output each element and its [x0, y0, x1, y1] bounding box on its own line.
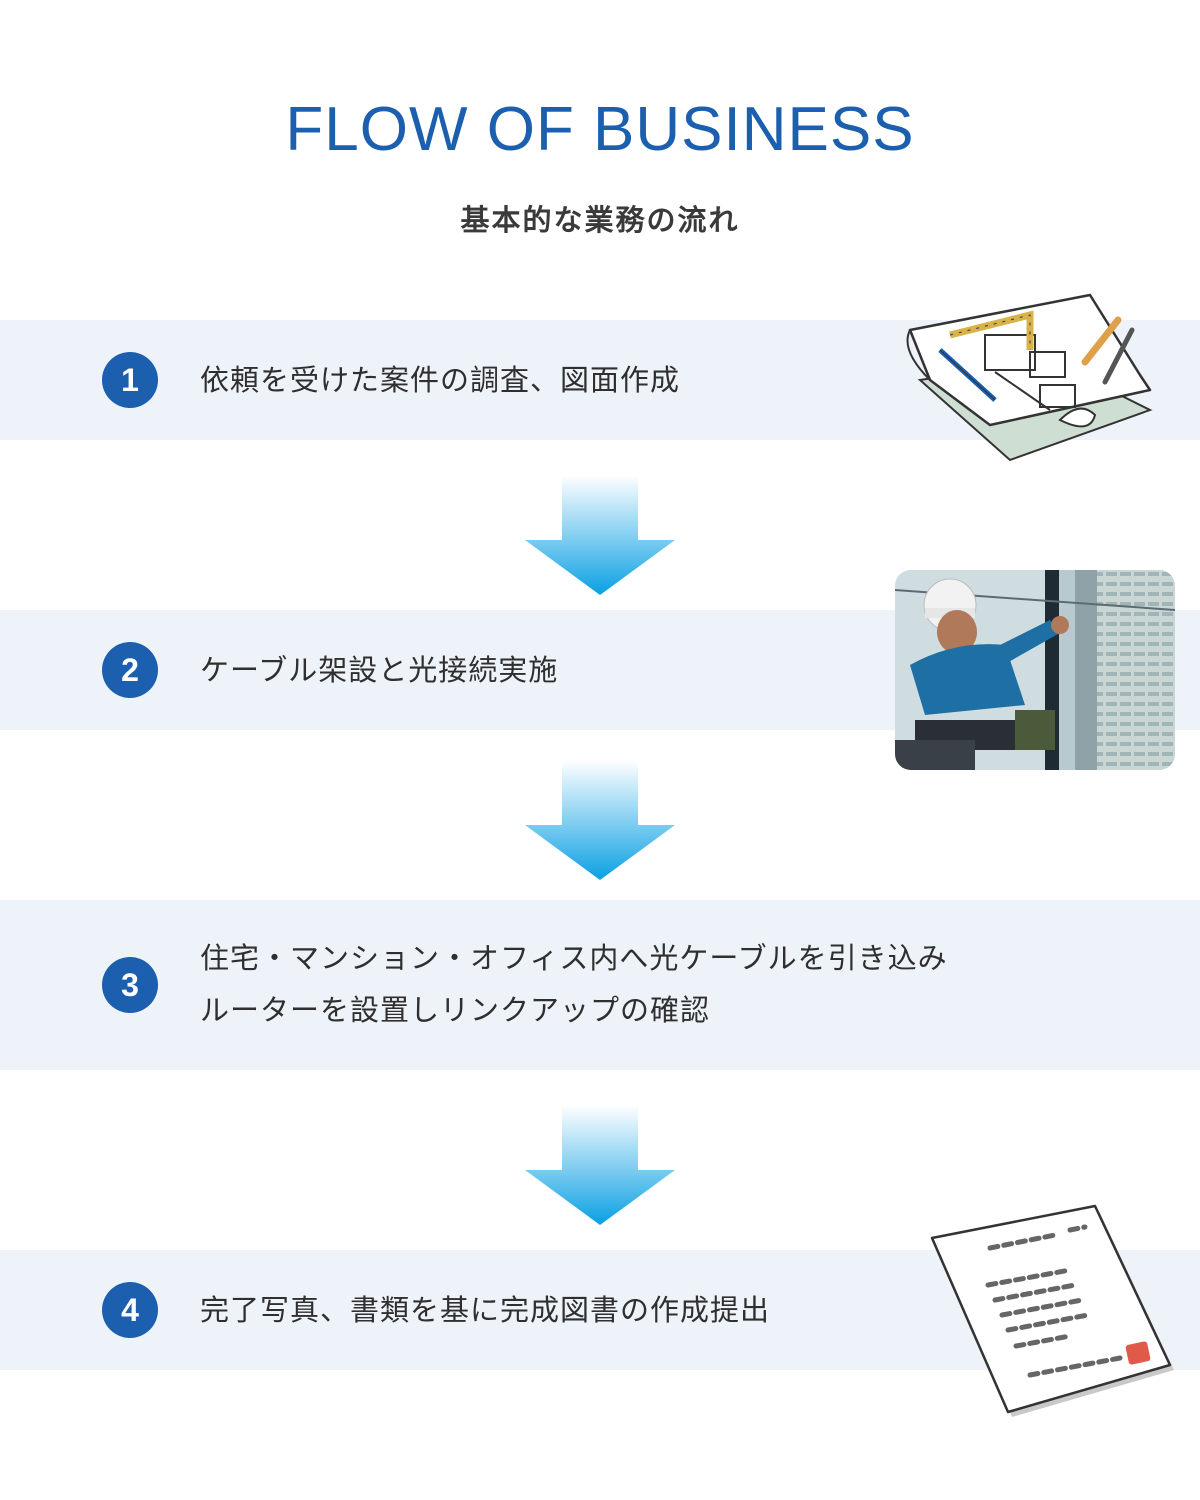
blueprint-icon — [906, 293, 1153, 462]
step-number-4: 4 — [102, 1282, 158, 1338]
page-title: FLOW OF BUSINESS — [285, 95, 915, 164]
step-text-2: ケーブル架設と光接続実施 — [200, 653, 559, 687]
flow-arrow-3 — [525, 1105, 675, 1225]
step-number-3: 3 — [102, 957, 158, 1013]
step-text-1: 依頼を受けた案件の調査、図面作成 — [200, 363, 681, 397]
flow-arrow-2 — [525, 760, 675, 880]
step-text-3-line-1: 住宅・マンション・オフィス内へ光ケーブルを引き込み — [200, 941, 948, 975]
step-number-2: 2 — [102, 642, 158, 698]
flow-arrow-1 — [525, 475, 675, 595]
worker-photo — [895, 570, 1175, 770]
page-subtitle: 基本的な業務の流れ — [460, 203, 740, 237]
step-text-3-line-2: ルーターを設置しリンクアップの確認 — [200, 993, 711, 1027]
document-icon — [930, 1204, 1174, 1417]
step-number-1: 1 — [102, 352, 158, 408]
step-3: 3 住宅・マンション・オフィス内へ光ケーブルを引き込み ルーターを設置しリンクア… — [0, 900, 1200, 1070]
step-text-4: 完了写真、書類を基に完成図書の作成提出 — [200, 1293, 771, 1327]
